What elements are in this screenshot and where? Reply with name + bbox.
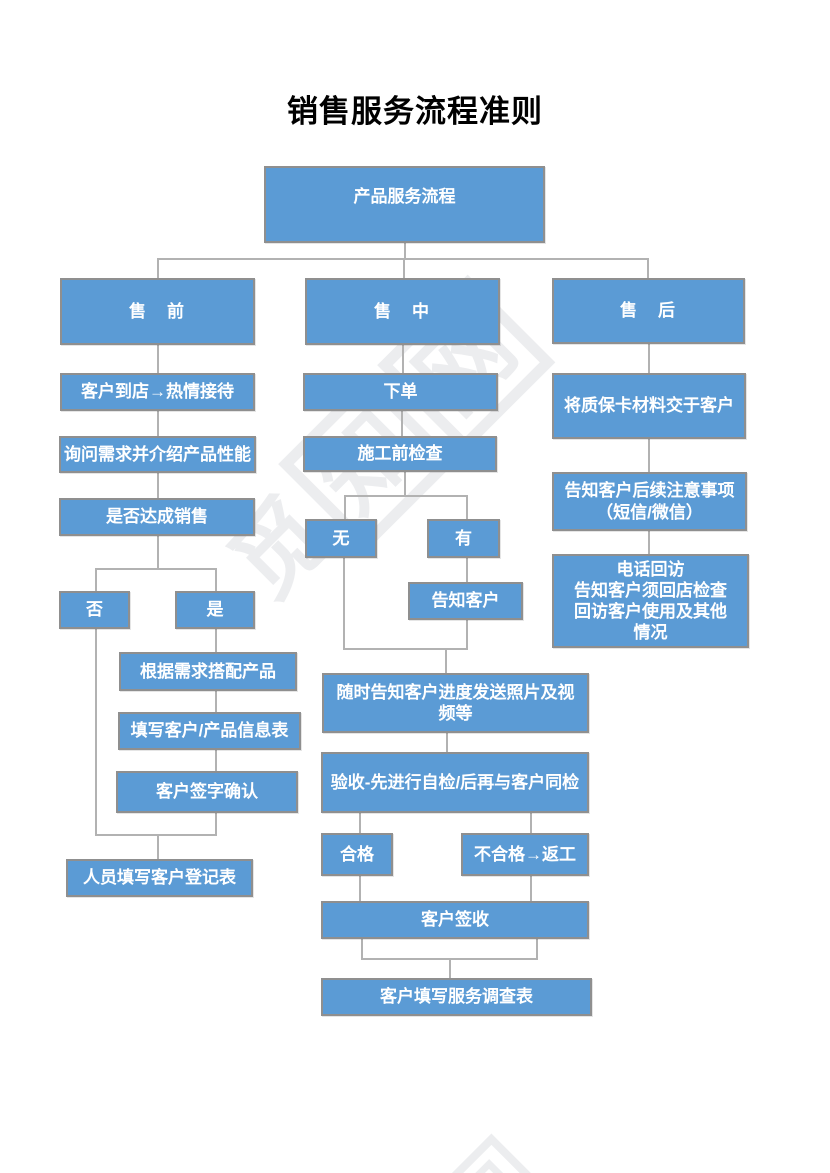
connector-line	[95, 629, 97, 836]
node-followup-notice: 告知客户后续注意事项 （短信/微信）	[552, 472, 747, 531]
node-deal-yes: 是	[175, 591, 255, 629]
node-sign-confirm: 客户签字确认	[116, 771, 298, 813]
node-pre-construction-check: 施工前检查	[303, 436, 497, 472]
node-phone-callback: 电话回访 告知客户须回店检查 回访客户使用及其他 情况	[552, 554, 749, 648]
connector-line	[344, 495, 468, 497]
connector-line	[359, 876, 361, 901]
node-product-service-process: 产品服务流程	[264, 166, 545, 243]
node-inquire-needs: 询问需求并介绍产品性能	[59, 436, 256, 473]
connector-line	[466, 495, 468, 519]
connector-line	[530, 876, 532, 901]
node-deal-decision: 是否达成销售	[59, 498, 255, 536]
connector-line	[343, 558, 345, 650]
node-customer-receipt: 客户签收	[321, 901, 589, 939]
node-inform-customer: 告知客户	[408, 582, 523, 620]
connector-line	[466, 558, 468, 582]
node-match-product: 根据需求搭配产品	[119, 652, 297, 691]
connector-line	[445, 648, 447, 673]
node-midsale-header: 售 中	[305, 278, 500, 345]
node-customer-arrive: 客户到店→热情接待	[60, 373, 255, 411]
connector-line	[157, 411, 159, 436]
connector-line	[95, 568, 217, 570]
node-place-order: 下单	[303, 373, 498, 411]
connector-line	[536, 939, 538, 960]
connector-line	[648, 439, 650, 472]
connector-line	[215, 568, 217, 591]
connector-line	[530, 813, 532, 833]
watermark-char: 网	[423, 1133, 557, 1173]
connector-line	[95, 834, 217, 836]
node-unqualified-rework: 不合格→返工	[461, 833, 589, 876]
connector-line	[95, 568, 97, 591]
site-watermark-bottom: 网	[334, 1044, 645, 1173]
node-aftersale-header: 售 后	[552, 278, 745, 344]
node-service-survey: 客户填写服务调查表	[321, 978, 592, 1016]
connector-line	[466, 620, 468, 650]
connector-line	[157, 834, 159, 859]
node-deal-no: 否	[59, 591, 130, 629]
node-check-have: 有	[427, 519, 500, 558]
connector-line	[215, 750, 217, 771]
connector-line	[157, 258, 159, 278]
node-warranty-materials: 将质保卡材料交于客户	[552, 373, 746, 439]
node-register-form: 人员填写客户登记表	[66, 859, 253, 897]
node-fill-info-form: 填写客户/产品信息表	[118, 712, 301, 750]
connector-line	[402, 345, 404, 373]
connector-line	[157, 345, 159, 373]
node-qualified: 合格	[321, 833, 393, 876]
connector-line	[343, 648, 468, 650]
connector-line	[647, 258, 649, 278]
connector-line	[404, 472, 406, 496]
connector-line	[215, 629, 217, 652]
connector-line	[446, 733, 448, 752]
connector-line	[403, 258, 405, 278]
connector-line	[361, 939, 363, 960]
connector-line	[359, 813, 361, 833]
connector-line	[344, 495, 346, 519]
connector-line	[404, 243, 406, 259]
connector-line	[449, 958, 451, 978]
connector-line	[648, 344, 650, 373]
node-progress-updates: 随时告知客户进度发送照片及视 频等	[322, 673, 589, 733]
connector-line	[215, 691, 217, 712]
connector-line	[215, 813, 217, 836]
connector-line	[648, 531, 650, 554]
connector-line	[401, 411, 403, 436]
connector-line	[157, 536, 159, 569]
connector-line	[157, 473, 159, 498]
node-presale-header: 售 前	[60, 278, 255, 345]
page-title: 销售服务流程准则	[287, 94, 543, 129]
node-check-none: 无	[305, 519, 377, 558]
node-acceptance-check: 验收-先进行自检/后再与客户同检	[321, 752, 589, 813]
